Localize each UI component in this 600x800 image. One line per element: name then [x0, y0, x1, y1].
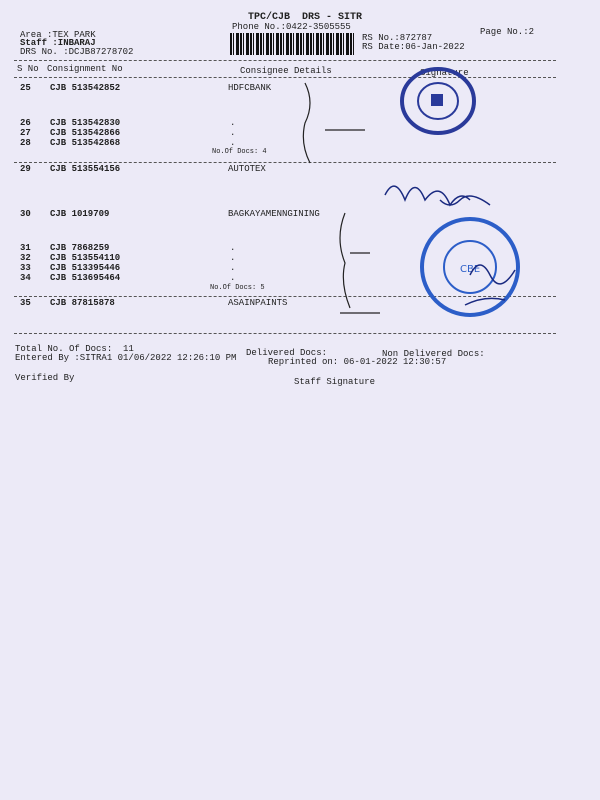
- row-consignment-no: CJB 513554156: [50, 164, 121, 174]
- row-consignee: .: [230, 263, 236, 273]
- row-consignee: ASAINPAINTS: [228, 298, 288, 308]
- total-docs: Total No. Of Docs: 11: [15, 344, 134, 354]
- verified-by: Verified By: [15, 373, 75, 383]
- handwritten-signature-icon: [384, 185, 516, 306]
- company-stamp-icon: CBE: [420, 217, 520, 317]
- row-sno: 28: [20, 138, 31, 148]
- svg-text:CBE: CBE: [460, 264, 480, 275]
- rs-number: RS No.:872787: [362, 33, 433, 43]
- row-sno: 33: [20, 263, 31, 273]
- reprinted-on: Reprinted on: 06-01-2022 12:30:57: [268, 357, 447, 367]
- col-signature: Signature: [420, 68, 469, 78]
- group-count: No.Of Docs: 4: [212, 148, 267, 156]
- row-consignee: .: [230, 118, 236, 128]
- row-consignee: BAGKAYAMENNGINING: [228, 209, 320, 219]
- row-consignee: .: [230, 128, 236, 138]
- row-sno: 25: [20, 83, 31, 93]
- hdfc-stamp-icon: [400, 67, 476, 135]
- row-sno: 31: [20, 243, 31, 253]
- row-sno: 30: [20, 209, 31, 219]
- row-sno: 32: [20, 253, 31, 263]
- phone: Phone No.:0422-3505555: [232, 22, 351, 32]
- row-consignment-no: CJB 513542868: [50, 138, 121, 148]
- rs-date: RS Date:06-Jan-2022: [362, 42, 465, 52]
- row-consignment-no: CJB 513695464: [50, 273, 121, 283]
- row-consignee: AUTOTEX: [228, 164, 266, 174]
- row-consignment-no: CJB 513542830: [50, 118, 121, 128]
- barcode: [230, 33, 355, 55]
- row-consignee: .: [230, 253, 236, 263]
- non-delivered-docs: Non Delivered Docs:: [382, 349, 485, 359]
- row-sno: 27: [20, 128, 31, 138]
- area: Area :TEX PARK: [20, 30, 96, 40]
- col-sno: S No: [17, 64, 39, 74]
- row-sno: 34: [20, 273, 31, 283]
- group-count: No.Of Docs: 5: [210, 284, 265, 292]
- row-sno: 35: [20, 298, 31, 308]
- staff-signature: Staff Signature: [294, 377, 376, 387]
- row-consignee: .: [230, 273, 236, 283]
- col-consignee: Consignee Details: [240, 66, 332, 76]
- row-consignment-no: CJB 513395446: [50, 263, 121, 273]
- entered-by: Entered By :SITRA1 01/06/2022 12:26:10 P…: [15, 353, 237, 363]
- row-consignment-no: CJB 1019709: [50, 209, 110, 219]
- page-number: Page No.:2: [480, 27, 535, 37]
- row-sno: 26: [20, 118, 31, 128]
- bracket-marks-icon: [302, 82, 380, 314]
- row-consignee: HDFCBANK: [228, 83, 272, 93]
- row-consignment-no: CJB 513554110: [50, 253, 121, 263]
- drs-number: DRS No. :DCJB87278702: [20, 47, 134, 57]
- row-sno: 29: [20, 164, 31, 174]
- row-consignment-no: CJB 7868259: [50, 243, 110, 253]
- row-consignee: .: [230, 138, 236, 148]
- row-consignment-no: CJB 513542852: [50, 83, 121, 93]
- row-consignment-no: CJB 513542866: [50, 128, 121, 138]
- row-consignment-no: CJB 87815878: [50, 298, 115, 308]
- col-consignment: Consignment No: [47, 64, 123, 74]
- row-consignee: .: [230, 243, 236, 253]
- staff: Staff :INBARAJ: [20, 38, 96, 48]
- document-title: TPC/CJB DRS - SITR: [248, 12, 363, 23]
- delivered-docs: Delivered Docs:: [246, 348, 328, 358]
